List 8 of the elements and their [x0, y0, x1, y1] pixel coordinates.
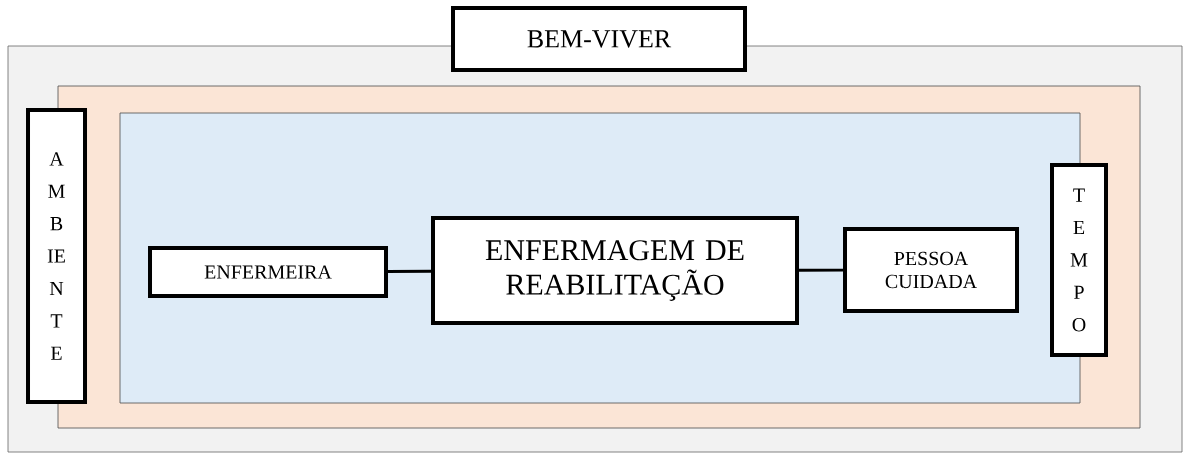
vertical-label-box: AMBIENTE: [26, 108, 87, 404]
title-box: BEM-VIVER: [451, 6, 747, 72]
connector-line: [799, 268, 843, 272]
connector-line: [388, 269, 431, 273]
vertical-label-box: TEMPO: [1050, 163, 1108, 357]
text-box: ENFERMEIRA: [148, 246, 388, 298]
text-box: ENFERMAGEM DE REABILITAÇÃO: [431, 216, 799, 325]
text-box: PESSOA CUIDADA: [843, 227, 1019, 313]
